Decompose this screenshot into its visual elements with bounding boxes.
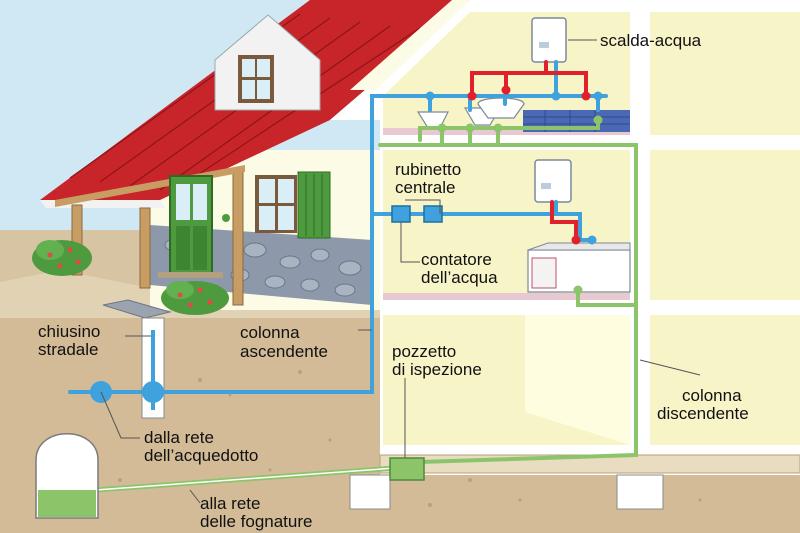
adjacent-room-middle: [650, 150, 800, 300]
label-street-manhole-line2: stradale: [38, 340, 99, 359]
central-tap: [423, 205, 443, 223]
label-to-sewer-line1: alla rete: [200, 494, 261, 513]
label-street-manhole-line1: chiusino: [38, 322, 101, 341]
label-water-meter-line1: contatore: [421, 250, 492, 269]
water-heater-upper: [531, 17, 567, 63]
label-rising-column-line2: ascendente: [240, 342, 328, 361]
cold-joints: [425, 91, 603, 245]
bidet: [477, 97, 525, 119]
label-to-sewer-line2: delle fognature: [200, 512, 313, 531]
section-roofline: [350, 0, 470, 90]
water-meter: [391, 205, 411, 223]
drain-joints: [437, 115, 603, 295]
label-descending-column-line1: colonna: [682, 386, 742, 405]
inspection-well: [389, 457, 425, 481]
label-inspection-well-line2: di ispezione: [392, 360, 482, 379]
label-from-aqueduct-line2: dell’acquedotto: [144, 446, 259, 465]
label-central-tap-line1: rubinetto: [395, 160, 462, 179]
adjacent-room-bottom: [650, 315, 800, 445]
adjacent-room-top: [650, 12, 800, 135]
label-inspection-well-line1: pozzetto: [392, 342, 457, 361]
wall-lamp: [222, 214, 230, 222]
label-rising-column-line1: colonna: [240, 323, 300, 342]
footing-left: [349, 474, 391, 510]
label-descending-column-line2: discendente: [657, 404, 749, 423]
label-from-aqueduct-line1: dalla rete: [144, 428, 214, 447]
hot-joints: [467, 85, 591, 245]
label-water-heater: scalda-acqua: [600, 31, 702, 50]
street-manhole-cover: [102, 299, 172, 319]
bush-left: [32, 240, 92, 276]
doormat: [158, 272, 223, 278]
label-water-meter-line2: dell’acqua: [421, 268, 498, 287]
bush-right: [161, 281, 229, 315]
label-central-tap-line2: centrale: [395, 178, 456, 197]
leader-lines: [100, 39, 701, 504]
manhole-valve: [142, 381, 164, 403]
water-heater-lower: [534, 159, 572, 203]
sewer-liquid: [38, 490, 96, 517]
footing-right: [616, 474, 664, 510]
